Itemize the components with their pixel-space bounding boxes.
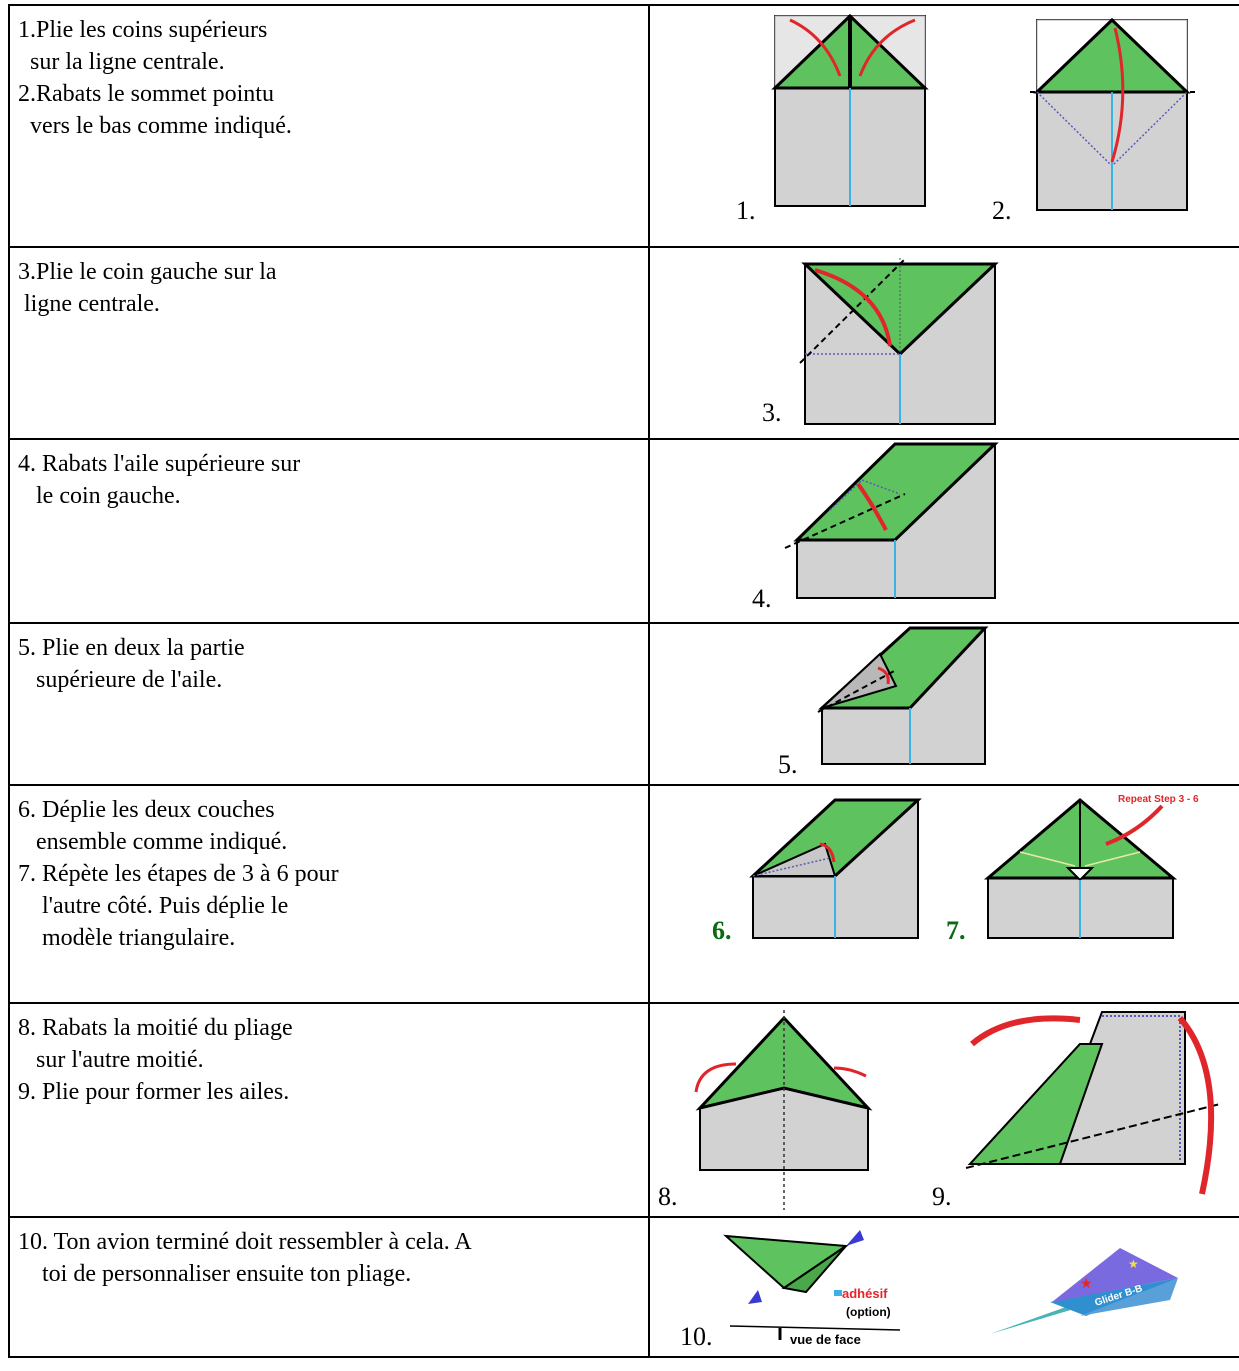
- step-text-3: 3.Plie le coin gauche sur la ligne centr…: [8, 246, 650, 440]
- adhesive-label: adhésif: [842, 1286, 888, 1301]
- step-line: toi de personnaliser ensuite ton pliage.: [18, 1261, 412, 1287]
- step-line: 5. Plie en deux la partie: [18, 635, 245, 661]
- step-line: ligne centrale.: [18, 291, 160, 317]
- step-line: 1.Plie les coins supérieurs: [18, 17, 268, 43]
- fold-diagram-1-2: [771, 13, 1195, 211]
- fold-diagram-5: [817, 626, 989, 765]
- step-row-10: 10. Ton avion terminé doit ressembler à …: [8, 1216, 1239, 1358]
- figure-number: 9.: [932, 1182, 952, 1211]
- figure-number: 4.: [752, 584, 772, 613]
- step-line: l'autre côté. Puis déplie le: [18, 893, 289, 919]
- fold-diagram-4: [784, 442, 999, 599]
- step-figure-4: 4.: [648, 438, 1239, 624]
- option-label: (option): [846, 1305, 891, 1319]
- figure-number: 6.: [712, 916, 732, 945]
- step-line: sur l'autre moitié.: [18, 1047, 204, 1073]
- step-text-5: 5. Plie en deux la partie supérieure de …: [8, 622, 650, 786]
- fold-diagram-3: [799, 257, 999, 425]
- step-row-4: 4. Rabats l'aile supérieure sur le coin …: [8, 438, 1239, 624]
- fold-diagram-8-9: [694, 1010, 1221, 1210]
- step-line: 2.Rabats le sommet pointu: [18, 81, 274, 107]
- step-row-6-7: 6. Déplie les deux couches ensemble comm…: [8, 784, 1239, 1004]
- step-line: 4. Rabats l'aile supérieure sur: [18, 451, 301, 477]
- finished-plane-diagram: adhésif (option) vue de face Glider B-B …: [723, 1230, 1178, 1347]
- step-line: ensemble comme indiqué.: [18, 829, 288, 855]
- figure-number: 1.: [736, 196, 756, 225]
- repeat-note: Repeat Step 3 - 6: [1118, 794, 1199, 805]
- step-line: 6. Déplie les deux couches: [18, 797, 275, 823]
- step-row-8-9: 8. Rabats la moitié du pliage sur l'autr…: [8, 1002, 1239, 1218]
- step-line: 8. Rabats la moitié du pliage: [18, 1015, 293, 1041]
- step-text-6-7: 6. Déplie les deux couches ensemble comm…: [8, 784, 650, 1004]
- step-row-1: 1.Plie les coins supérieurs sur la ligne…: [8, 4, 1239, 248]
- figure-number: 2.: [992, 196, 1012, 225]
- step-figure-6-7: Repeat Step 3 - 6 6. 7.: [648, 784, 1239, 1004]
- figure-number: 3.: [762, 398, 782, 427]
- step-line: 10. Ton avion terminé doit ressembler à …: [18, 1229, 472, 1255]
- step-figure-1: 1. 2.: [648, 4, 1239, 248]
- svg-text:★: ★: [1128, 1257, 1139, 1271]
- step-line: 9. Plie pour former les ailes.: [18, 1079, 290, 1105]
- step-line: vers le bas comme indiqué.: [18, 113, 292, 139]
- step-line: le coin gauche.: [18, 483, 181, 509]
- step-line: 3.Plie le coin gauche sur la: [18, 259, 277, 285]
- step-line: 7. Répète les étapes de 3 à 6 pour: [18, 861, 339, 887]
- fold-diagram-6-7: Repeat Step 3 - 6: [749, 794, 1199, 939]
- step-figure-5: 5.: [648, 622, 1239, 786]
- figure-number: 10.: [680, 1322, 713, 1351]
- step-text-1: 1.Plie les coins supérieurs sur la ligne…: [8, 4, 650, 248]
- step-text-8-9: 8. Rabats la moitié du pliage sur l'autr…: [8, 1002, 650, 1218]
- step-row-3: 3.Plie le coin gauche sur la ligne centr…: [8, 246, 1239, 440]
- figure-number: 5.: [778, 750, 798, 779]
- step-figure-3: 3.: [648, 246, 1239, 440]
- figure-number: 8.: [658, 1182, 678, 1211]
- step-figure-10: adhésif (option) vue de face Glider B-B …: [648, 1216, 1239, 1358]
- step-line: sur la ligne centrale.: [18, 49, 225, 75]
- step-text-10: 10. Ton avion terminé doit ressembler à …: [8, 1216, 650, 1358]
- step-text-4: 4. Rabats l'aile supérieure sur le coin …: [8, 438, 650, 624]
- svg-text:★: ★: [1080, 1277, 1093, 1292]
- step-figure-8-9: 8. 9.: [648, 1002, 1239, 1218]
- step-line: supérieure de l'aile.: [18, 667, 223, 693]
- step-row-5: 5. Plie en deux la partie supérieure de …: [8, 622, 1239, 786]
- step-line: modèle triangulaire.: [18, 925, 236, 951]
- figure-number: 7.: [946, 916, 966, 945]
- instructions-table: 1.Plie les coins supérieurs sur la ligne…: [8, 4, 1239, 1358]
- front-view-label: vue de face: [790, 1332, 861, 1347]
